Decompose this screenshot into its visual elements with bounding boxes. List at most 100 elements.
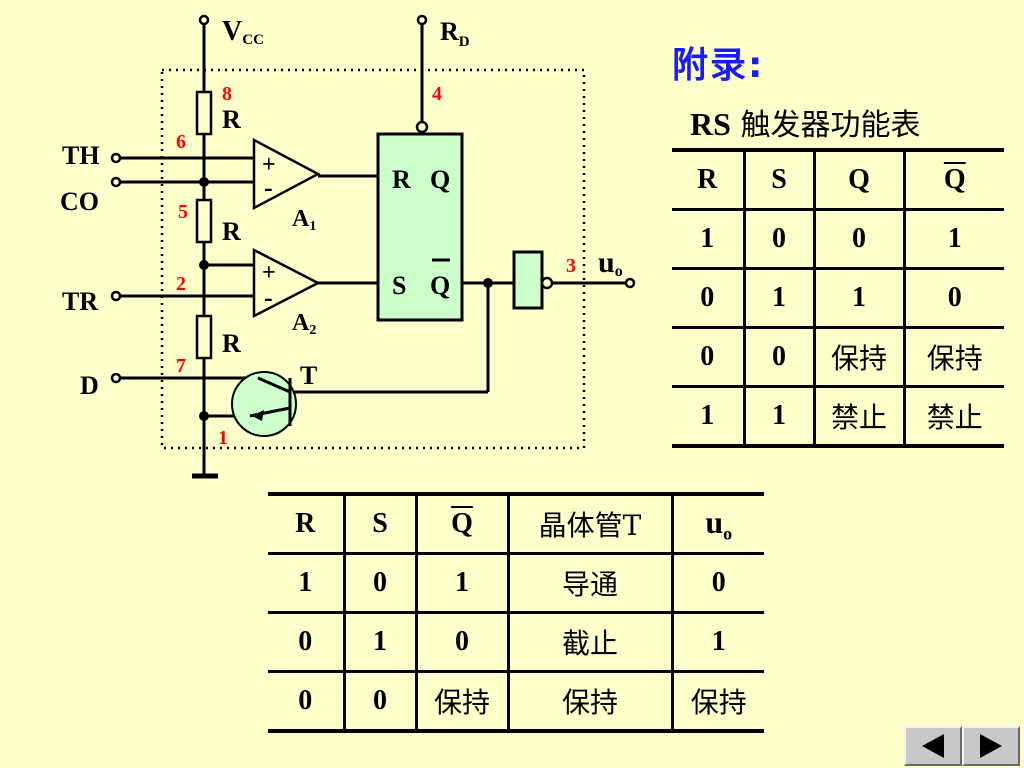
- a2-label: A2: [292, 310, 316, 338]
- pin-7: 7: [176, 355, 186, 377]
- pin-6: 6: [176, 131, 186, 153]
- header-cell-uo: uo: [670, 494, 764, 554]
- ff-r-label: R: [392, 165, 411, 194]
- table-cell: 保持: [902, 327, 1004, 387]
- circuit-555-diagram: VCC RD TH CO TR D R R R A1 A2 + - + - R …: [60, 14, 636, 479]
- header-cell: R: [697, 164, 718, 195]
- resistor-bottom-label: R: [222, 329, 241, 358]
- table-cell: 1: [742, 386, 814, 446]
- table-cell: 1: [700, 400, 715, 431]
- table-cell: 0: [298, 626, 313, 657]
- tr-terminal: [110, 290, 122, 302]
- co-label: CO: [60, 187, 99, 216]
- table-row: 0 0 保持 保持: [672, 327, 1004, 387]
- table-cell: 保持: [506, 671, 672, 731]
- table-row: 1 0 0 1: [672, 209, 1004, 269]
- header-cell-qbar: Q: [414, 494, 508, 554]
- tr-label: TR: [62, 287, 98, 316]
- pin-4: 4: [432, 83, 442, 105]
- pin-8: 8: [222, 83, 232, 105]
- comparator-a2: [252, 247, 321, 319]
- table-cell: 0: [414, 612, 508, 672]
- header-cell: 晶体管T: [506, 494, 672, 554]
- header-cell: S: [342, 494, 416, 554]
- uo-terminal: [624, 277, 636, 289]
- table-cell: 0: [298, 685, 313, 716]
- ff-q-label: Q: [430, 165, 450, 194]
- resistor-top-label: R: [222, 105, 241, 134]
- table-cell: 0: [342, 671, 416, 731]
- transistor-label: T: [300, 361, 317, 390]
- table-cell: 1: [670, 612, 764, 672]
- th-label: TH: [62, 141, 100, 170]
- th-terminal: [110, 152, 122, 164]
- table-cell: 禁止: [812, 386, 904, 446]
- table-header-row: R S Q 晶体管T uo: [268, 494, 764, 554]
- timer-function-table: R S Q 晶体管T uo 1 0 1 导通 0 0 1 0 截止 1 0 0 …: [268, 492, 764, 733]
- resistor-bottom: [195, 314, 213, 360]
- header-cell: R: [295, 508, 316, 539]
- table-cell: 保持: [414, 671, 508, 731]
- resistor-mid: [195, 198, 213, 244]
- header-cell: S: [742, 150, 814, 210]
- table-cell: 1: [298, 567, 313, 598]
- next-slide-button[interactable]: [962, 726, 1020, 766]
- rd-label: RD: [440, 17, 470, 50]
- table-row: 1 0 1 导通 0: [268, 553, 764, 613]
- co-terminal: [110, 176, 122, 188]
- table-cell: 0: [742, 327, 814, 387]
- table-cell: 1: [902, 209, 1004, 269]
- rs-title-prefix: RS: [690, 106, 731, 142]
- ff-qbar-label: Q: [430, 271, 450, 300]
- vcc-label: VCC: [222, 16, 264, 48]
- rs-table-title: RS 触发器功能表: [690, 100, 920, 144]
- a2-minus: -: [264, 283, 273, 312]
- ff-s-label: S: [392, 271, 406, 300]
- output-inverter: [512, 250, 544, 310]
- table-cell: 0: [742, 209, 814, 269]
- table-cell: 保持: [812, 327, 904, 387]
- d-label: D: [80, 371, 99, 400]
- table-row: 0 1 0 截止 1: [268, 612, 764, 672]
- triangle-left-icon: [922, 734, 944, 758]
- previous-slide-button[interactable]: [904, 726, 962, 766]
- table-cell: 1: [742, 268, 814, 328]
- uo-label: uo: [598, 246, 623, 280]
- a2-plus: +: [262, 260, 276, 286]
- table-cell: 1: [812, 268, 904, 328]
- rs-flip-flop: [376, 132, 464, 322]
- table-cell: 1: [414, 553, 508, 613]
- a1-minus: -: [264, 173, 273, 202]
- table-cell: 截止: [506, 612, 672, 672]
- rs-title-text: 触发器功能表: [730, 108, 921, 143]
- a1-label: A1: [292, 206, 316, 234]
- table-cell: 0: [700, 282, 715, 313]
- table-row: 1 1 禁止 禁止: [672, 386, 1004, 446]
- pin-2: 2: [176, 273, 186, 295]
- table-cell: 1: [700, 223, 715, 254]
- d-terminal: [110, 372, 122, 384]
- table-row: 0 1 1 0: [672, 268, 1004, 328]
- appendix-title: 附录:: [672, 45, 765, 86]
- table-cell: 0: [670, 553, 764, 613]
- table-row: 0 0 保持 保持 保持: [268, 671, 764, 731]
- pin-5: 5: [178, 201, 188, 223]
- table-cell: 0: [700, 341, 715, 372]
- chip-outline: [160, 68, 586, 450]
- pin-1: 1: [218, 427, 228, 449]
- a1-plus: +: [262, 152, 276, 178]
- table-cell: 0: [902, 268, 1004, 328]
- table-cell: 0: [342, 553, 416, 613]
- table-cell: 禁止: [902, 386, 1004, 446]
- rd-terminal: [416, 14, 428, 26]
- table-cell: 1: [342, 612, 416, 672]
- resistor-top: [195, 90, 213, 136]
- rs-flipflop-table: R S Q Q 1 0 0 1 0 1 1 0 0 0 保持 保持 1 1 禁止…: [672, 148, 1004, 448]
- header-cell: Q: [812, 150, 904, 210]
- comparator-a1: [252, 137, 321, 211]
- triangle-right-icon: [980, 734, 1002, 758]
- pin-3: 3: [566, 255, 576, 277]
- vcc-terminal: [198, 14, 210, 26]
- table-cell: 保持: [670, 671, 764, 731]
- header-cell-qbar: Q: [902, 150, 1004, 210]
